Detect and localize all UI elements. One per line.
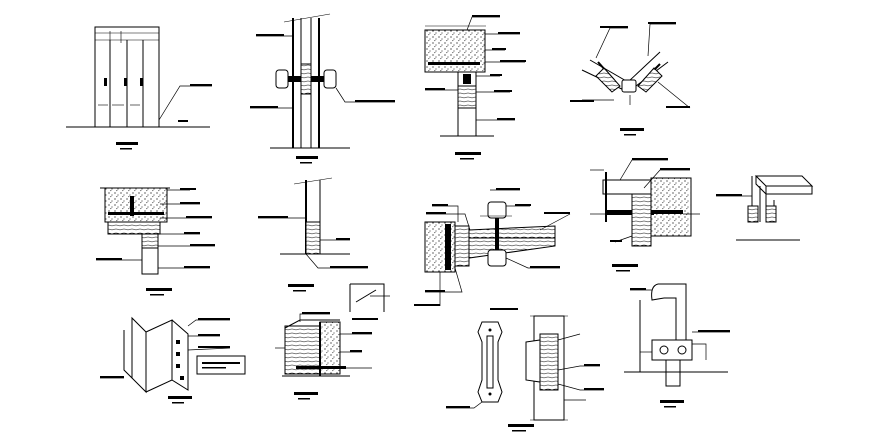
detail-section-head-concrete xyxy=(424,15,526,160)
detail-section-jamb xyxy=(258,177,368,292)
detail-section-head-with-frame xyxy=(96,187,215,296)
detail-plan-jamb-knob xyxy=(414,188,571,306)
detail-elevation-pipe-bracket xyxy=(624,283,730,408)
detail-plan-corner-angle xyxy=(570,22,691,136)
detail-isometric-rail-bracket xyxy=(716,175,814,241)
detail-elevation-lever-handle xyxy=(446,308,604,432)
detail-elevation-sliding-door xyxy=(66,26,212,150)
detail-section-beam-frame xyxy=(590,158,700,272)
detail-section-door-knob xyxy=(250,13,395,164)
detail-isometric-hinge-frame xyxy=(100,316,246,404)
detail-section-threshold xyxy=(275,283,390,400)
